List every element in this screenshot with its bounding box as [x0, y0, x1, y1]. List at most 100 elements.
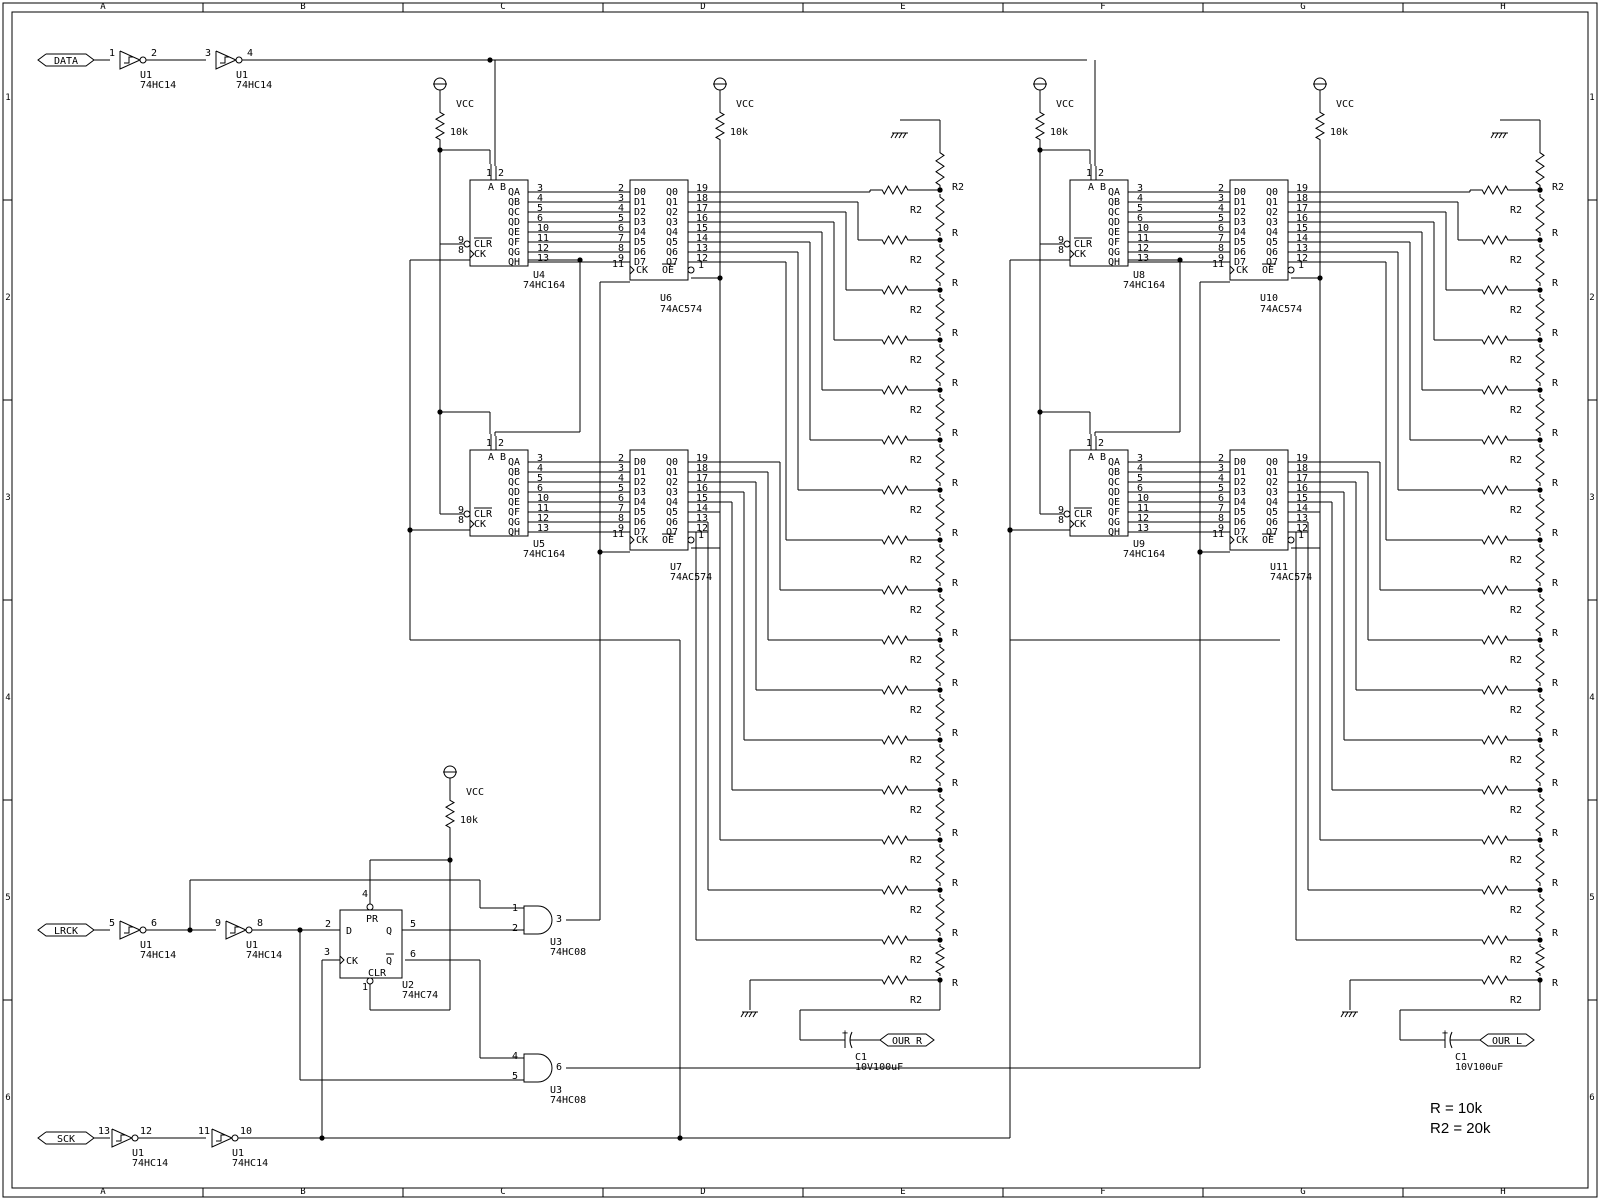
ref-designator: U3 [550, 937, 562, 948]
pin-number: 4 [1137, 463, 1143, 474]
pin-label-oe: OE [1262, 265, 1274, 276]
pin-number: 9 [1058, 235, 1064, 246]
resistor-label: R2 [1510, 355, 1522, 366]
pin-number: 15 [1296, 493, 1308, 504]
part-number: 74HC164 [1123, 280, 1165, 291]
pin-number: 5 [1137, 473, 1143, 484]
shift-register-74hc164 [469, 179, 529, 267]
pin-label-q1: Q1 [666, 197, 678, 208]
resistor-label: R2 [1510, 605, 1522, 616]
pin-number: 2 [1218, 183, 1224, 194]
vcc-label: VCC [466, 787, 484, 798]
resistor [1480, 334, 1510, 346]
pin-number: 11 [1137, 233, 1149, 244]
clock-mark [469, 249, 475, 259]
resistor [880, 784, 910, 796]
zone-column-label: C [500, 2, 505, 12]
pin-number: 13 [1296, 243, 1308, 254]
pin-label-q4: Q4 [666, 497, 678, 508]
inversion-bubble [139, 56, 147, 64]
pin-number: 5 [537, 203, 543, 214]
pin-number: 14 [1296, 503, 1308, 514]
pin-number: 4 [618, 473, 624, 484]
resistor [935, 894, 945, 936]
clock-mark [1229, 535, 1235, 545]
legend-r: R = 10k [1430, 1100, 1483, 1117]
resistor-label: R2 [1510, 555, 1522, 566]
part-number: 74AC574 [1260, 304, 1302, 315]
vcc-label: VCC [1056, 99, 1074, 110]
pin-number: 14 [696, 233, 708, 244]
wire [890, 132, 895, 139]
zone-column-label: F [1100, 1187, 1105, 1197]
capacitor-value: 10V100uF [1455, 1062, 1503, 1073]
resistor-label: R2 [1510, 305, 1522, 316]
resistor-label: R2 [1552, 182, 1564, 193]
inversion-bubble [463, 240, 471, 248]
resistor-label: R2 [910, 805, 922, 816]
pin-number: 10 [537, 223, 549, 234]
zone-row-label: 5 [5, 893, 10, 903]
pin-number: 13 [1296, 513, 1308, 524]
shift-register-74hc164 [1069, 449, 1129, 537]
pin-label-d4: D4 [1234, 497, 1246, 508]
resistor [1535, 244, 1545, 286]
resistor-label: R [952, 378, 959, 389]
pin-label-d7: D7 [634, 527, 646, 538]
resistor [1480, 734, 1510, 746]
pin-number: 1 [1298, 530, 1304, 541]
pin-label-d1: D1 [1234, 197, 1246, 208]
pullup-value: 10k [1330, 127, 1348, 138]
junction-dot [937, 637, 943, 643]
resistor [1480, 684, 1510, 696]
junction-dot [937, 387, 943, 393]
resistor [880, 934, 910, 946]
pin-number: 4 [512, 1051, 518, 1062]
pin-number: 6 [410, 949, 416, 960]
and-gate [523, 1053, 553, 1083]
schmitt-mark [216, 1134, 225, 1142]
pin-number: 4 [1137, 193, 1143, 204]
resistor [935, 244, 945, 286]
pin-number: 18 [696, 463, 708, 474]
pin-label-qc: QC [508, 207, 520, 218]
clock-mark [469, 519, 475, 529]
resistor-label: R2 [910, 655, 922, 666]
clock-mark [339, 955, 345, 965]
pin-number: 3 [537, 183, 543, 194]
inverter-gate [225, 920, 248, 940]
resistor-label: R2 [1510, 455, 1522, 466]
zone-column-label: G [1300, 1187, 1305, 1197]
junction-dot [937, 937, 943, 943]
wire [740, 1011, 745, 1018]
out-r-port [879, 1033, 935, 1047]
data-port-label: DATA [54, 56, 78, 67]
resistor-label: R2 [910, 205, 922, 216]
pin-label-ck: CK [474, 249, 486, 260]
resistor-label: R [1552, 428, 1559, 439]
part-number: 74HC14 [140, 950, 176, 961]
resistor-label: R2 [1510, 755, 1522, 766]
ref-designator: C1 [1455, 1052, 1467, 1063]
pullup-value: 10k [450, 127, 468, 138]
pin-number: 8 [1218, 243, 1224, 254]
pin-label-qc: QC [1108, 477, 1120, 488]
pin-number: D [346, 926, 352, 937]
pin-label-q2: Q2 [1266, 477, 1278, 488]
pin-label-q6: Q6 [1266, 517, 1278, 528]
pin-number: 11 [537, 503, 549, 514]
pin-number: 16 [696, 213, 708, 224]
pin-label-qe: QE [508, 227, 520, 238]
inverter-gate [211, 1128, 234, 1148]
resistor [935, 644, 945, 686]
pin-label-q3: Q3 [1266, 487, 1278, 498]
pin-label-qe: QE [1108, 497, 1120, 508]
pin-number: 12 [140, 1126, 152, 1137]
pin-label-q0: Q0 [1266, 187, 1278, 198]
pin-number: PR [366, 914, 379, 925]
resistor-label: R2 [952, 182, 964, 193]
inversion-bubble [366, 977, 374, 985]
pin-number: 8 [257, 918, 263, 929]
pin-label-ck: CK [1074, 249, 1086, 260]
pin-number: 14 [1296, 233, 1308, 244]
